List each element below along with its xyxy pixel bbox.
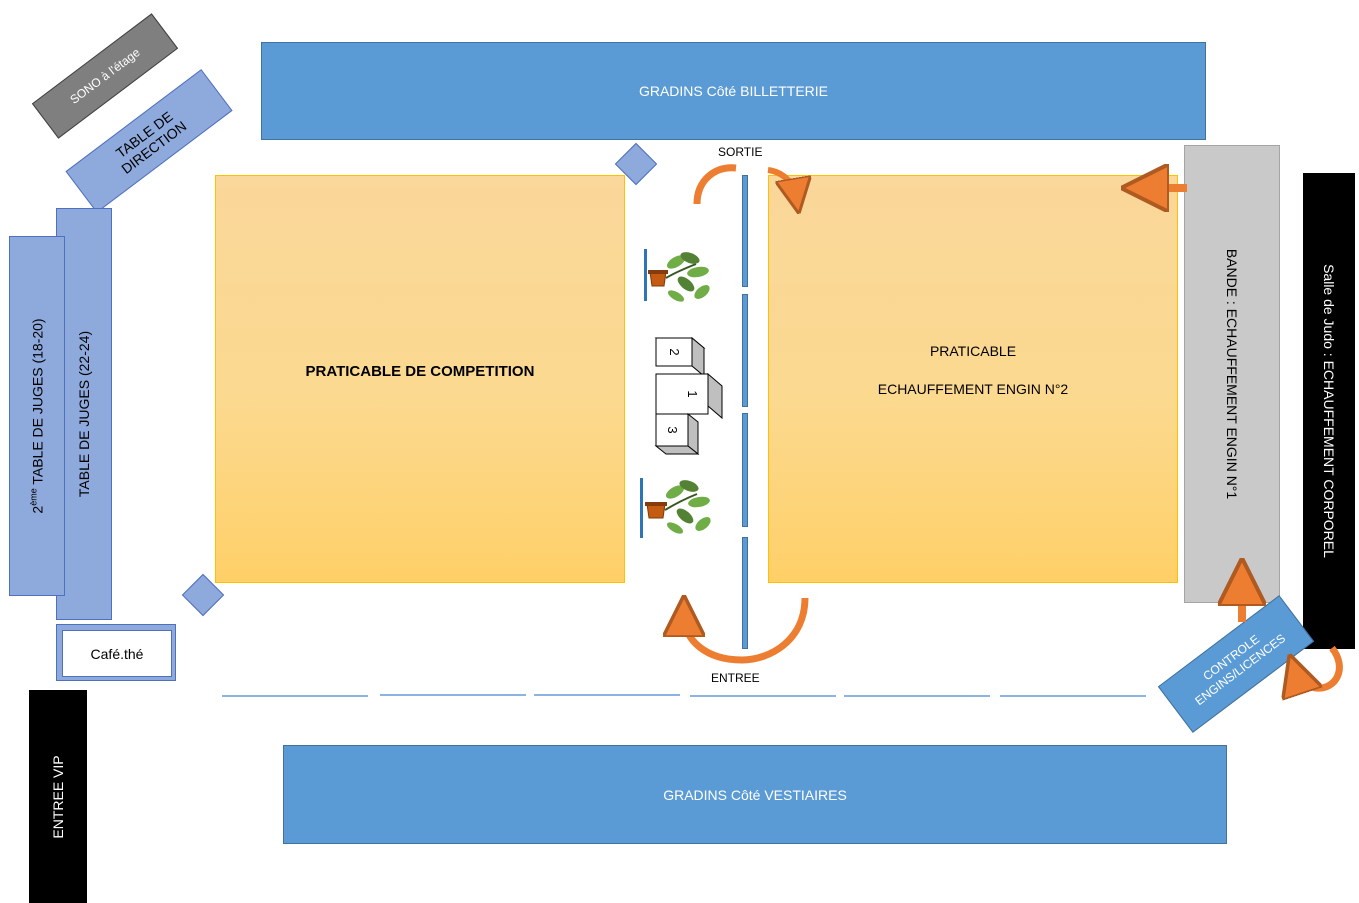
stands-changing-rooms-label: GRADINS Côté VESTIAIRES <box>663 786 847 803</box>
plant-barrier-bottom <box>640 478 643 538</box>
warmup-band-1: BANDE : ECHAUFFEMENT ENGIN N°1 <box>1184 145 1280 603</box>
floor-line-3 <box>534 694 680 696</box>
entry-arrow <box>684 598 809 664</box>
vip-entrance: ENTREE VIP <box>29 690 87 903</box>
floor-line-4 <box>690 695 836 697</box>
podium: 2 1 3 <box>654 336 723 456</box>
entry-label: ENTREE <box>711 671 760 685</box>
podium-1: 1 <box>685 390 700 397</box>
judo-to-control-arrow <box>1296 645 1343 688</box>
stands-ticketing-side: GRADINS Côté BILLETTERIE <box>261 42 1206 140</box>
barrier-4 <box>742 537 748 649</box>
exit-arrow-right <box>767 167 796 196</box>
exit-label: SORTIE <box>718 145 763 159</box>
stands-changing-rooms-side: GRADINS Côté VESTIAIRES <box>283 745 1227 844</box>
barrier-3 <box>742 413 748 527</box>
barrier-2 <box>742 294 748 407</box>
warmup-floor-2-line1: PRATICABLE <box>929 343 1017 359</box>
plant-icon-bottom <box>645 480 711 534</box>
plant-barrier-top <box>644 249 647 301</box>
cafe-area: Café.thé <box>56 624 176 681</box>
competition-floor-label: PRATICABLE DE COMPETITION <box>305 363 535 380</box>
podium-2: 2 <box>667 348 682 355</box>
cafe-label: Café.thé <box>90 645 144 662</box>
warmup-floor-2-line2: ECHAUFFEMENT ENGIN N°2 <box>877 381 1069 397</box>
judges-table-18-20: 2ème TABLE DE JUGES (18-20) <box>9 236 65 596</box>
judo-room: Salle de Judo : ECHAUFFEMENT CORPOREL <box>1303 173 1355 649</box>
floor-line-6 <box>1000 695 1146 697</box>
judges-table-22-24: TABLE DE JUGES (22-24) <box>56 208 112 620</box>
floor-line-5 <box>844 695 990 697</box>
exit-arrow-left <box>693 164 737 205</box>
plant-icon-top <box>648 252 710 302</box>
cafe-inner: Café.thé <box>62 630 172 677</box>
competition-floor: PRATICABLE DE COMPETITION <box>215 175 625 583</box>
floor-line-1 <box>222 695 368 697</box>
floor-line-2 <box>380 694 526 696</box>
warmup-floor-2: PRATICABLE ECHAUFFEMENT ENGIN N°2 <box>768 175 1178 583</box>
barrier-1 <box>742 175 748 287</box>
podium-3: 3 <box>665 426 680 433</box>
stands-ticketing-label: GRADINS Côté BILLETTERIE <box>638 83 829 99</box>
